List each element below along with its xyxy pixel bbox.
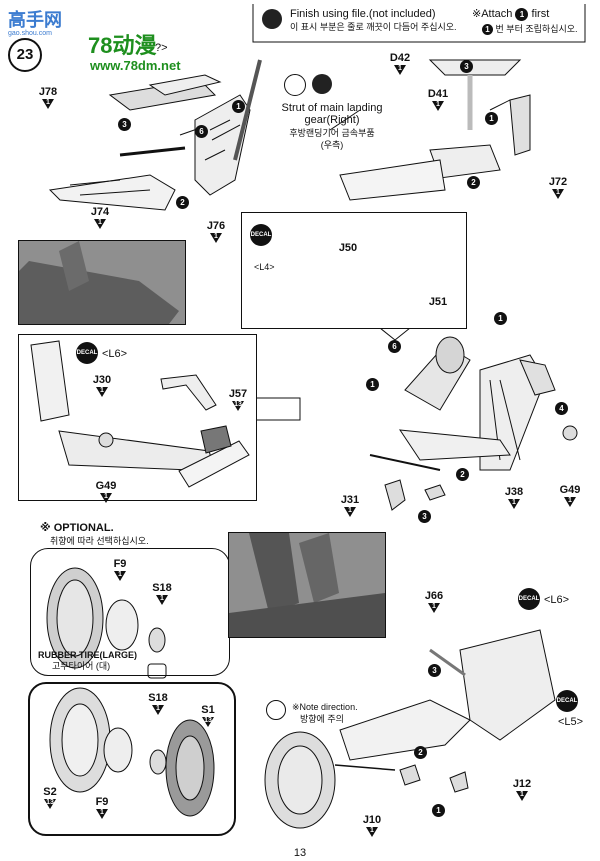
rubber-tire-label-en: RUBBER TIRE(LARGE) <box>38 650 137 660</box>
step-marker: 3 <box>418 510 431 523</box>
option-plastic-tire-frame <box>28 682 236 836</box>
attach-ko-text: 번 부터 조립하십시오. <box>495 24 578 34</box>
attach-ko-number-badge: 1 <box>482 24 493 35</box>
file-note-ko: 이 표시 부분은 줄로 깨끗이 다듬어 주십시오. <box>290 22 457 32</box>
detail-box-shock-absorber <box>241 212 467 329</box>
step-marker: 1 <box>232 100 245 113</box>
step-marker: 3 <box>428 664 441 677</box>
callout-l6: <L6> <box>102 348 128 360</box>
callout-l6-bottom: <L6> <box>544 594 570 606</box>
step-marker: 4 <box>555 402 568 415</box>
reference-photo-lower-arm <box>18 240 186 325</box>
attach-note-ko: 1 번 부터 조립하십시오. <box>482 24 578 35</box>
note-direction-ko: 방향에 주의 <box>300 714 344 724</box>
note-direction-en: ※Note direction. <box>292 702 358 712</box>
callout-l5: <L5> <box>558 716 584 728</box>
tip-bulb-icon <box>266 700 286 720</box>
step-marker: 6 <box>195 125 208 138</box>
page-number: 13 <box>293 847 307 859</box>
file-icon <box>262 9 282 29</box>
optional-title-ko: 취향에 따라 선택하십시오. <box>50 536 149 546</box>
tip-bulb-icon <box>284 74 306 96</box>
step-marker: 1 <box>432 804 445 817</box>
watermark: 高手网 gao.shou.com <box>8 6 62 37</box>
step-marker: 6 <box>388 340 401 353</box>
step-marker: 2 <box>414 746 427 759</box>
watermark-brand: 78动漫 <box>88 33 157 58</box>
step-marker: 2 <box>176 196 189 209</box>
decal-badge: DECAL <box>76 342 98 364</box>
decal-badge: DECAL <box>250 224 272 246</box>
optional-title-en: ※ OPTIONAL. <box>40 522 114 534</box>
strut-side-ko: (우측) <box>320 140 344 150</box>
attach-prefix: ※Attach <box>472 8 513 20</box>
file-icon <box>312 74 332 94</box>
reference-photo-strut-assembly <box>228 532 386 638</box>
file-note-en: Finish using file.(not included) <box>290 8 436 20</box>
attach-number-badge: 1 <box>515 8 529 21</box>
step-marker: 1 <box>485 112 498 125</box>
step-marker: 3 <box>118 118 131 131</box>
attach-note-en: ※Attach 1 first <box>472 8 549 21</box>
strut-title-en: Strut of main landing gear(Right) <box>281 102 383 126</box>
callout-l4: <L4> <box>254 262 275 272</box>
watermark-url: www.78dm.net <box>90 58 181 73</box>
watermark-site-cn: 高手网 <box>8 10 62 30</box>
watermark-site-domain: gao.shou.com <box>8 30 52 37</box>
step-marker: 1 <box>494 312 507 325</box>
detail-box-wheel-hub <box>18 334 257 501</box>
decal-badge: DECAL <box>556 690 578 712</box>
rubber-tire-label-ko: 고무타이어 (대) <box>52 661 111 671</box>
attach-suffix: first <box>531 8 550 20</box>
decal-badge: DECAL <box>518 588 540 610</box>
step-marker: 3 <box>460 60 473 73</box>
step-marker: 1 <box>366 378 379 391</box>
step-marker: 2 <box>456 468 469 481</box>
part-label-j51: J51 <box>428 296 448 308</box>
step-note-fragment: ?> <box>155 42 168 54</box>
part-label-j50: J50 <box>338 242 358 254</box>
strut-title-ko: 후방랜딩기어 금속부품 <box>289 128 375 138</box>
step-number-badge: 23 <box>8 38 42 72</box>
step-marker: 2 <box>467 176 480 189</box>
